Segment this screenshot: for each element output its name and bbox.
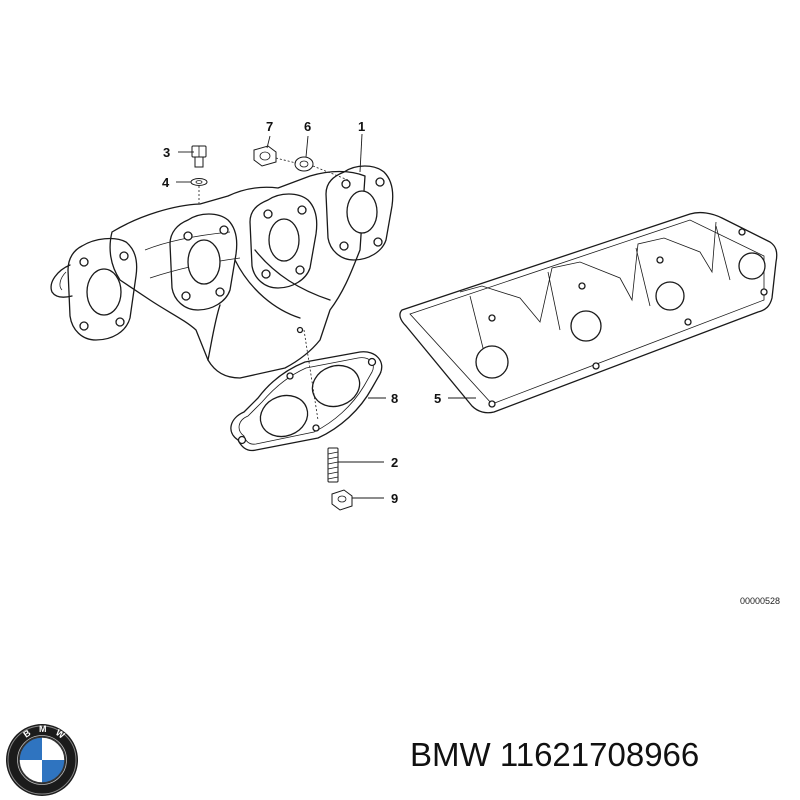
callout-9: 9 xyxy=(391,491,399,506)
exhaust-manifold-exploded-view xyxy=(50,133,778,511)
leader-1 xyxy=(359,133,363,173)
callout-leader-lines xyxy=(176,133,476,499)
gasket-part-8 xyxy=(230,351,383,452)
callout-3: 3 xyxy=(163,145,171,160)
leader-6 xyxy=(305,135,309,158)
callout-1: 1 xyxy=(358,119,366,134)
callout-2: 2 xyxy=(391,455,399,470)
diagram-reference-code: 00000528 xyxy=(740,596,781,606)
callout-4: 4 xyxy=(162,175,170,190)
stud-part-2 xyxy=(327,447,339,483)
washer-part-6 xyxy=(294,156,314,172)
heat-shield-part-5 xyxy=(399,211,778,414)
part-number-label: BMW 11621708966 xyxy=(410,736,700,773)
bolt-part-3 xyxy=(191,145,207,168)
svg-text:B: B xyxy=(21,727,32,739)
washer-part-4 xyxy=(190,178,208,206)
bmw-roundel-logo-icon: B M W xyxy=(6,724,78,796)
nut-part-7 xyxy=(253,145,277,167)
exhaust-manifold-part-1 xyxy=(50,165,394,379)
callout-8: 8 xyxy=(391,391,399,406)
callout-6: 6 xyxy=(304,119,312,134)
callout-5: 5 xyxy=(434,391,442,406)
nut-part-9 xyxy=(331,489,353,511)
leader-7 xyxy=(266,135,271,149)
callout-7: 7 xyxy=(266,119,274,134)
svg-text:M: M xyxy=(39,724,47,734)
